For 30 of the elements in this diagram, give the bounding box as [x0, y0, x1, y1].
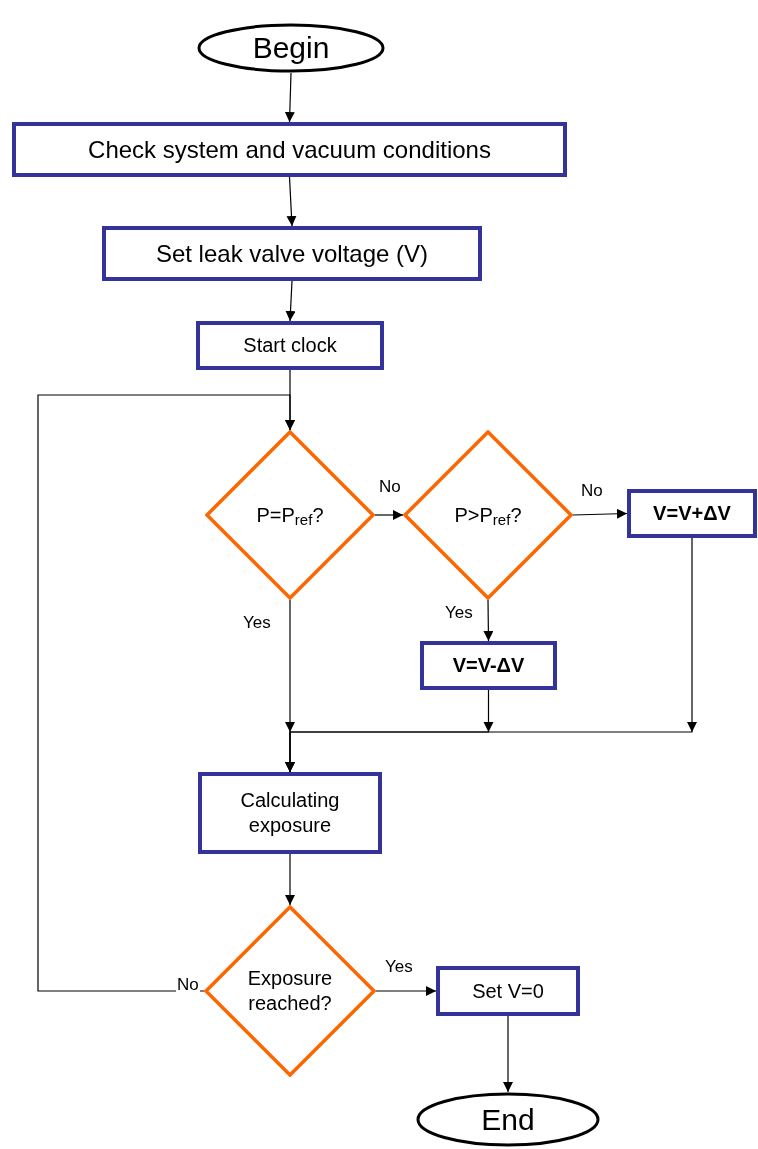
decision-diamond: [204, 905, 376, 1077]
terminal-ellipse: [416, 1092, 600, 1147]
node-text: Set leak valve voltage (V): [155, 238, 429, 269]
process-box: [12, 122, 567, 177]
edge-label: Yes: [444, 604, 474, 621]
node-text: Set V=0: [472, 978, 544, 1004]
process-box: [436, 966, 580, 1016]
node-text: Exposure reached?: [246, 966, 334, 1016]
node-text: Begin: [252, 30, 330, 67]
node-text: Start clock: [243, 333, 337, 358]
process-box: [102, 226, 482, 281]
node-text: V=V-ΔV: [452, 653, 525, 678]
process-box: [196, 321, 384, 370]
process-box: [627, 489, 757, 538]
node-text: Calculating exposure: [239, 788, 341, 838]
node-text: P=P$_{ref}$?: [256, 502, 324, 528]
process-box: [198, 772, 382, 854]
node-text: P>P$_{ref}$?: [454, 502, 522, 528]
edge-label: No: [580, 482, 604, 499]
node-text: V=V+ΔV: [653, 501, 731, 526]
node-text: Check system and vacuum conditions: [88, 134, 491, 165]
process-box: [420, 641, 557, 690]
decision-diamond: [205, 430, 375, 600]
decision-diamond: [403, 430, 573, 600]
edge-label: Yes: [242, 614, 272, 631]
edge-label: No: [378, 478, 402, 495]
terminal-ellipse: [197, 23, 385, 73]
edge-label: No: [176, 976, 200, 993]
edge-label: Yes: [384, 958, 414, 975]
node-text: End: [481, 1101, 535, 1138]
